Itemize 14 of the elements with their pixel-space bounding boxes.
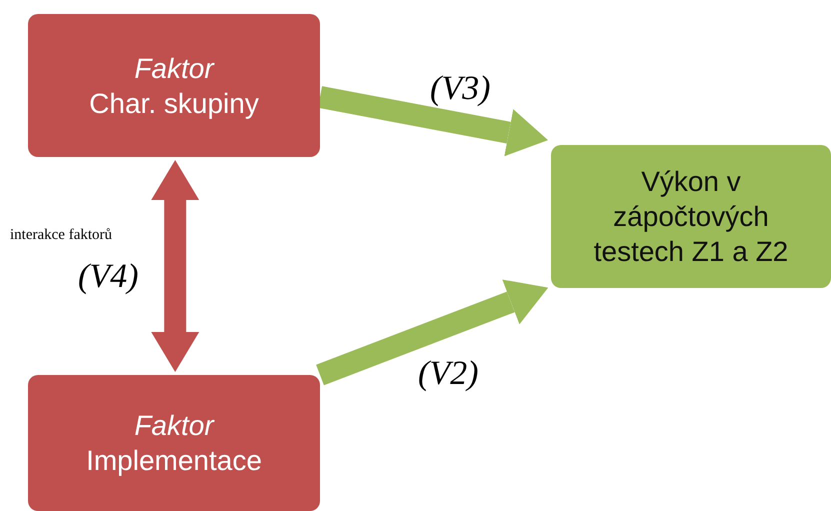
edge-label: (V2) — [418, 357, 478, 391]
edge-label: (V3) — [430, 72, 490, 106]
factor-box — [551, 145, 831, 288]
node-text: Implementace — [86, 444, 262, 478]
factor-box — [28, 375, 320, 511]
node-heading: Faktor — [134, 52, 214, 86]
arrow — [316, 280, 548, 386]
edge-label: (V4) — [78, 260, 138, 294]
arrow — [318, 86, 548, 156]
arrow — [151, 160, 200, 372]
node-text: Char. skupiny — [89, 86, 259, 120]
factor-box — [28, 14, 320, 157]
node-heading: Faktor — [134, 409, 214, 443]
node-text: Výkon v zápočtových testech Z1 a Z2 — [592, 165, 790, 269]
